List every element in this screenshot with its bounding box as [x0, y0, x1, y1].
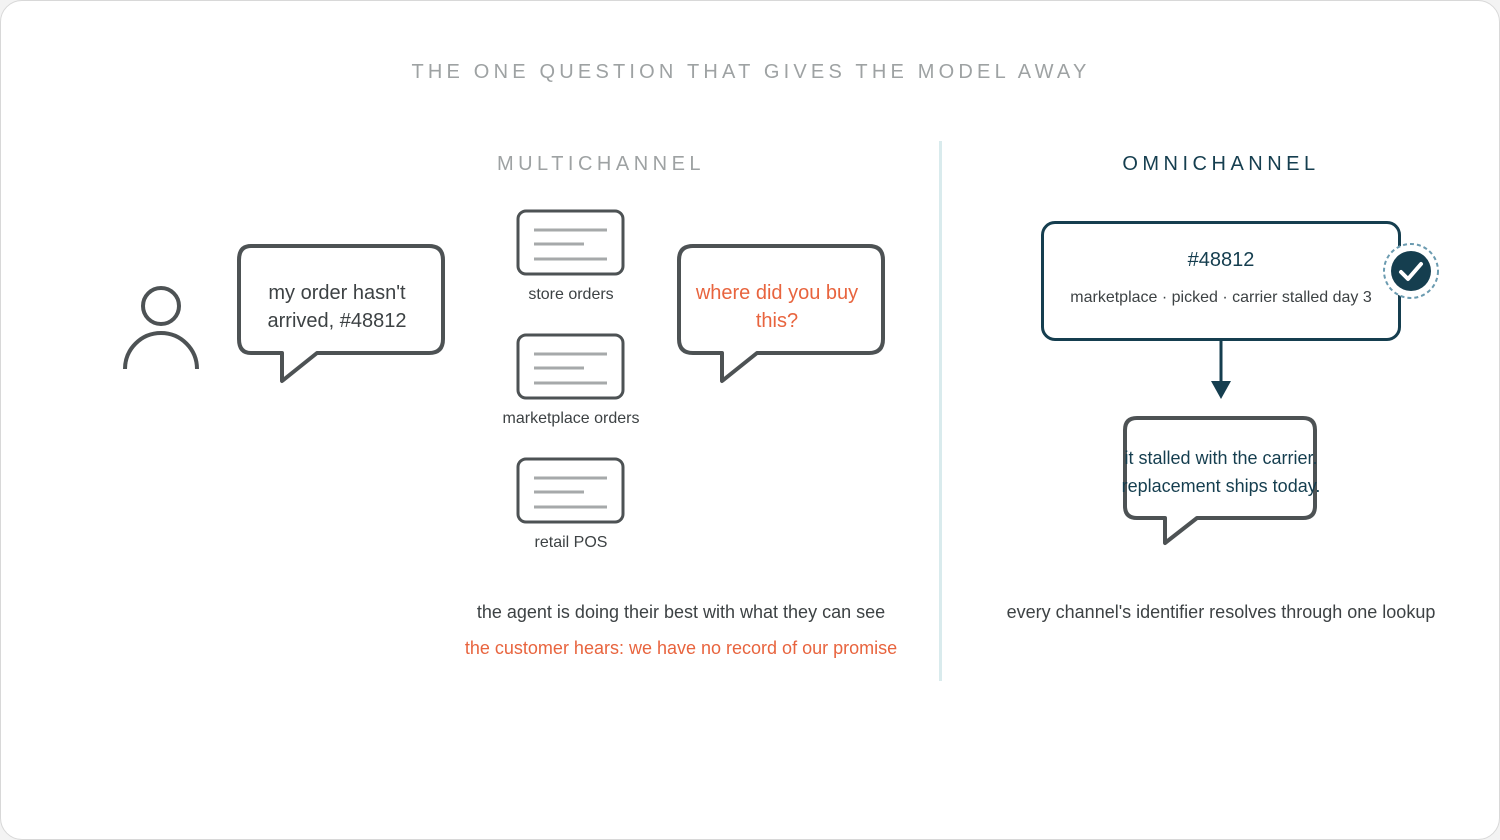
omnichannel-reply: it stalled with the carrier. replacement…: [1121, 448, 1321, 496]
system-label-marketplace-orders: marketplace orders: [502, 410, 640, 427]
arrow-down-icon: [1211, 341, 1231, 399]
caption-omnichannel: every channel's identifier resolves thro…: [1006, 602, 1436, 622]
agent-reply: where did you buy this?: [695, 282, 859, 332]
person-icon: [123, 286, 199, 370]
caption-customer: the customer hears: we have no record of…: [464, 638, 898, 658]
multichannel-heading: MULTICHANNEL: [496, 153, 706, 175]
system-label-retail-pos: retail POS: [534, 534, 608, 551]
order-record-card: [1041, 221, 1401, 341]
agent-speech-bubble-icon: [677, 244, 885, 383]
diagram-title: THE ONE QUESTION THAT GIVES THE MODEL AW…: [411, 61, 1091, 83]
check-badge-icon: [1383, 243, 1439, 299]
omnichannel-heading: OMNICHANNEL: [1122, 153, 1320, 175]
order-record-id: #48812: [1187, 249, 1255, 271]
document-icon: [516, 457, 625, 524]
order-record-detail: marketplace · picked · carrier stalled d…: [1070, 289, 1372, 306]
reply-speech-bubble-icon: [1123, 416, 1317, 545]
caption-agent: the agent is doing their best with what …: [476, 602, 886, 622]
system-label-store-orders: store orders: [528, 286, 614, 303]
customer-message: my order hasn't arrived, #48812: [267, 282, 407, 332]
document-icon: [516, 209, 625, 276]
section-divider: [939, 141, 942, 681]
document-icon: [516, 333, 625, 400]
customer-speech-bubble-icon: [237, 244, 445, 383]
